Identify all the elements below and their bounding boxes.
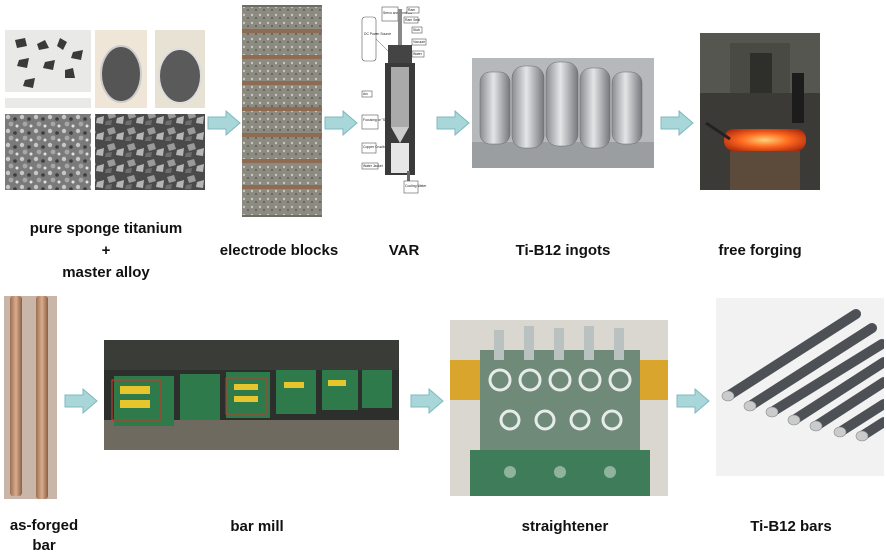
flow-arrow-2 bbox=[324, 110, 358, 136]
var-label-arc: Arc bbox=[363, 92, 368, 96]
label-as-forged-bar: as-forged bar bbox=[0, 516, 88, 556]
var-label-stub: Stub bbox=[413, 28, 420, 32]
var-label-servo: Servo and Controls bbox=[383, 11, 412, 15]
label-straightener: straightener bbox=[521, 518, 609, 535]
var-label-copper: Copper Crucible bbox=[363, 145, 388, 149]
var-label-water: Water bbox=[413, 52, 423, 56]
free-forging-photo bbox=[700, 33, 820, 190]
label-asforged-line2: bar bbox=[32, 537, 56, 554]
flow-arrow-3 bbox=[436, 110, 470, 136]
label-var: VAR bbox=[388, 242, 420, 259]
label-ti-b12-bars: Ti-B12 bars bbox=[750, 518, 832, 535]
var-label-cooling: Cooling Water bbox=[405, 184, 427, 188]
var-label-ram: Ram bbox=[408, 8, 415, 12]
as-forged-bar-photo bbox=[4, 296, 57, 499]
straightener-photo bbox=[450, 320, 668, 496]
var-label-dc: DC Power Source bbox=[364, 32, 391, 36]
var-label-vacuum: Vacuum bbox=[413, 40, 425, 44]
flow-arrow-4 bbox=[660, 110, 694, 136]
label-ti-b12-ingots: Ti-B12 ingots bbox=[515, 242, 611, 259]
label-sponge-line3: master alloy bbox=[62, 264, 150, 281]
bar-mill-photo bbox=[104, 340, 399, 450]
flow-arrow-7 bbox=[676, 388, 710, 414]
sponge-titanium-photo bbox=[5, 30, 205, 190]
var-label-jacket: Water Jacket bbox=[363, 164, 383, 168]
label-sponge-line1: pure sponge titanium bbox=[29, 220, 183, 237]
label-electrode-blocks: electrode blocks bbox=[219, 242, 339, 259]
ti-b12-ingots-photo bbox=[472, 58, 654, 168]
flow-arrow-6 bbox=[410, 388, 444, 414]
flow-arrow-5 bbox=[64, 388, 98, 414]
flow-arrow-1 bbox=[207, 110, 241, 136]
label-asforged-line1: as-forged bbox=[9, 517, 79, 534]
label-bar-mill: bar mill bbox=[230, 518, 284, 535]
var-furnace-schematic: DC Power Source Servo and Controls Ram R… bbox=[360, 5, 432, 199]
var-label-focus: Focusing or "Stirring" Coil bbox=[363, 118, 402, 122]
ti-b12-bars-photo bbox=[716, 298, 884, 476]
electrode-blocks-photo bbox=[242, 5, 322, 217]
var-label-ramseal: Ram Seal bbox=[405, 18, 420, 22]
label-free-forging: free forging bbox=[718, 242, 802, 259]
label-sponge-line2: + bbox=[101, 242, 111, 259]
label-sponge-titanium: pure sponge titanium + master alloy bbox=[10, 218, 202, 284]
